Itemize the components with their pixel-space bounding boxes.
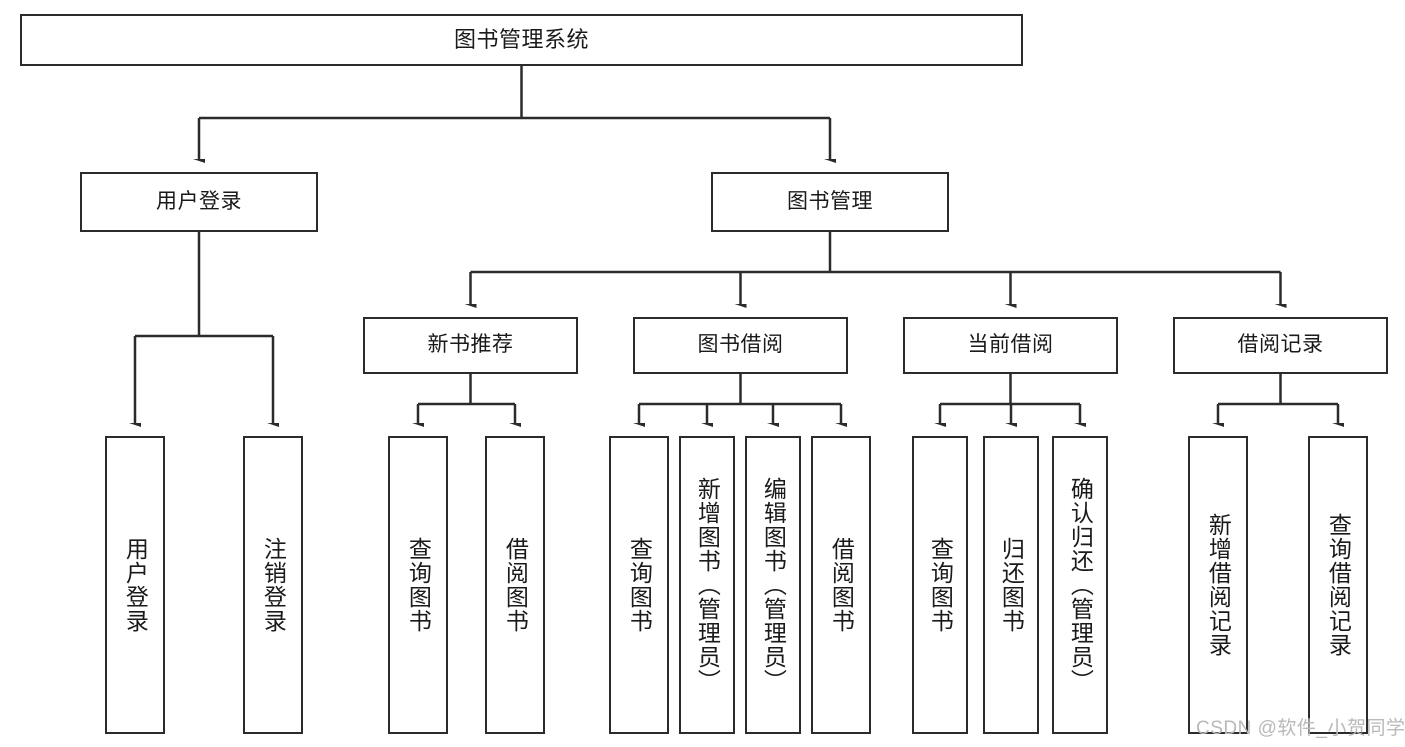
node-label: 新增图书（管理员） [694,477,721,693]
node-borrow-record[interactable]: 借阅记录 [1173,317,1388,374]
node-root[interactable]: 图书管理系统 [20,14,1023,66]
node-leaf-user-login[interactable]: 用户登录 [105,436,165,734]
node-leaf-add-record[interactable]: 新增借阅记录 [1188,436,1248,734]
watermark-label: CSDN @软件_小贺同学 [1196,718,1405,739]
node-label: 当前借阅 [967,333,1054,357]
node-label: 编辑图书（管理员） [760,477,787,693]
node-label: 图书借阅 [697,333,784,357]
node-label: 用户登录 [156,189,242,213]
node-label: 借阅图书 [828,537,855,633]
node-current-borrow[interactable]: 当前借阅 [903,317,1118,374]
node-user-login[interactable]: 用户登录 [80,172,318,232]
node-leaf-add-book[interactable]: 新增图书（管理员） [679,436,735,734]
node-book-borrow[interactable]: 图书借阅 [633,317,848,374]
node-leaf-query-book-1[interactable]: 查询图书 [388,436,448,734]
node-label: 借阅记录 [1237,333,1324,357]
node-label: 查询图书 [927,537,954,633]
node-label: 查询图书 [405,537,432,633]
node-leaf-query-book-2[interactable]: 查询图书 [609,436,669,734]
node-label: 新增借阅记录 [1205,513,1232,657]
node-leaf-confirm-return[interactable]: 确认归还（管理员） [1052,436,1108,734]
node-label: 借阅图书 [502,537,529,633]
node-label: 用户登录 [122,537,149,633]
node-book-manage[interactable]: 图书管理 [711,172,949,232]
node-label: 查询图书 [626,537,653,633]
node-label: 新书推荐 [427,333,514,357]
node-leaf-borrow-book-1[interactable]: 借阅图书 [485,436,545,734]
node-leaf-query-record[interactable]: 查询借阅记录 [1308,436,1368,734]
node-label: 查询借阅记录 [1325,513,1352,657]
node-leaf-return-book[interactable]: 归还图书 [983,436,1039,734]
node-label: 图书管理系统 [453,27,589,53]
node-label: 注销登录 [260,537,287,633]
node-label: 确认归还（管理员） [1067,477,1094,693]
node-label: 归还图书 [998,537,1025,633]
node-leaf-user-logout[interactable]: 注销登录 [243,436,303,734]
node-leaf-edit-book[interactable]: 编辑图书（管理员） [745,436,801,734]
node-label: 图书管理 [787,189,873,213]
node-leaf-borrow-book-2[interactable]: 借阅图书 [811,436,871,734]
node-leaf-query-book-3[interactable]: 查询图书 [912,436,968,734]
node-new-book-rec[interactable]: 新书推荐 [363,317,578,374]
